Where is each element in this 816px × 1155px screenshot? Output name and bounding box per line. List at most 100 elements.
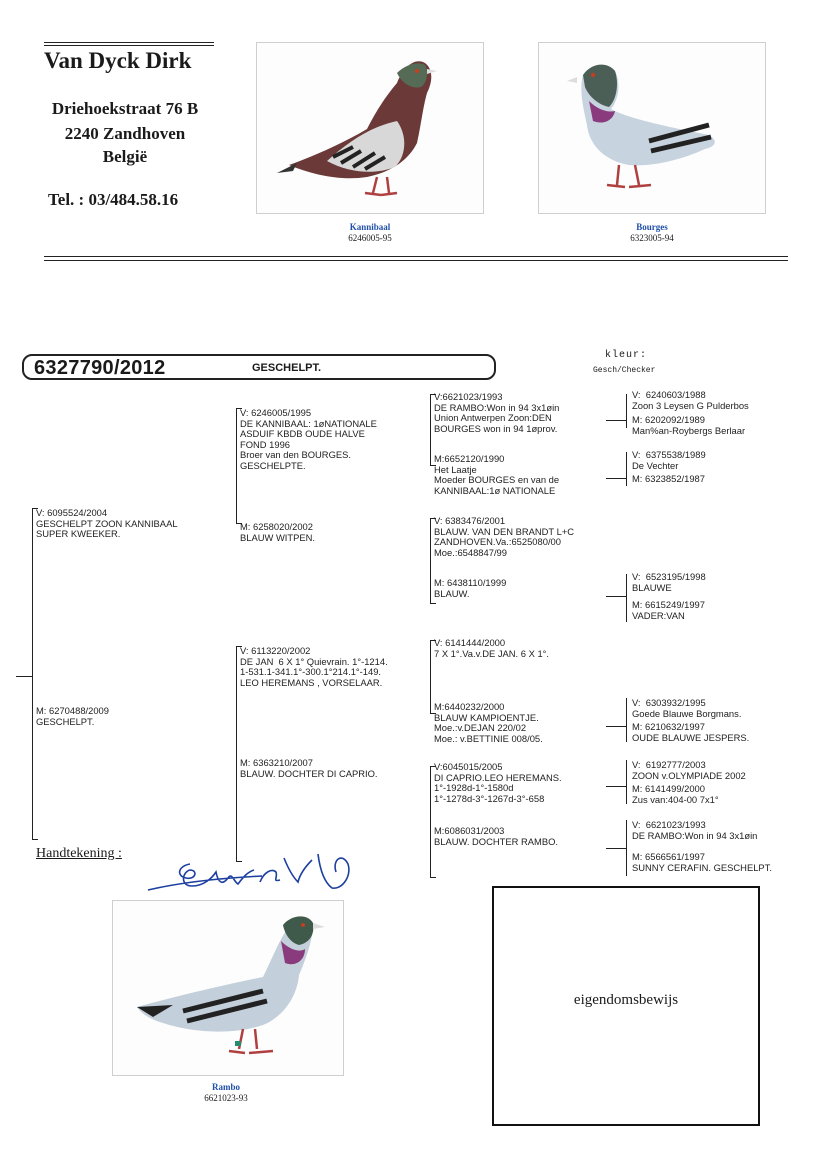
owner-street: Driehoekstraat 76 B [51, 99, 199, 118]
text-g1v: 6240603/1988 Zoon 3 Leysen G Pulderbos [632, 389, 749, 411]
text-g2m: 6323852/1987 [645, 473, 705, 484]
tag-mother: M: [36, 705, 47, 716]
ownership-deed-label: eigendomsbewijs [573, 992, 679, 1008]
caption-rambo-ring: 6621023-93 [204, 1093, 248, 1103]
tag-ff: V: [240, 407, 249, 418]
ring-number-box [22, 354, 496, 380]
text-fmf: 6383476/2001 BLAUW. VAN DEN BRANDT L+C Z… [434, 515, 575, 558]
tag-mfm: M: [434, 701, 445, 712]
tag-g6m: M: [632, 721, 643, 732]
tag-g8m: M: [632, 851, 643, 862]
pedigree-g7v: V: 6192777/2003 ZOON v.OLYMPIADE 2002 [632, 759, 746, 781]
photo-bourges [538, 42, 766, 214]
text-mf: 6113220/2002 DE JAN 6 X 1° Quievrain. 1°… [240, 645, 388, 688]
owner-phone: Tel. : 03/484.58.16 [48, 190, 179, 209]
ownership-deed-box: eigendomsbewijs [492, 886, 760, 1126]
tag-ffm: M: [434, 453, 445, 464]
pedigree-mmm: M:6086031/2003 BLAUW. DOCHTER RAMBO. [434, 825, 558, 847]
header-bottom-rule-2 [44, 260, 788, 261]
header-top-rule-2 [44, 45, 214, 46]
pedigree-father: V: 6095524/2004 GESCHELPT ZOON KANNIBAAL… [36, 507, 178, 540]
tick-g7 [606, 786, 626, 788]
text-g1m: 6202092/1989 Man%an-Roybergs Berlaar [632, 414, 746, 436]
bracket-ff [430, 394, 436, 466]
pedigree-mmf: V:6045015/2005 DI CAPRIO.LEO HEREMANS. 1… [434, 761, 562, 804]
tag-fmf: V: [434, 515, 443, 526]
caption-kannibaal-name: Kannibaal [349, 222, 391, 232]
bracket-mf [430, 640, 436, 714]
text-father: 6095524/2004 GESCHELPT ZOON KANNIBAAL SU… [36, 507, 178, 539]
header-bottom-rule [44, 256, 788, 257]
text-mff: 6141444/2000 7 X 1°.Va.v.DE JAN. 6 X 1°. [434, 637, 550, 659]
caption-bourges-ring: 6323005-94 [630, 233, 674, 243]
text-g7m: 6141499/2000 Zus van:404-00 7x1° [632, 783, 719, 805]
pedigree-g6m: M: 6210632/1997 OUDE BLAUWE JESPERS. [632, 721, 750, 743]
pedigree-g4v: V: 6523195/1998 BLAUWE [632, 571, 706, 593]
text-g4m: 6615249/1997 VADER:VAN [632, 599, 705, 621]
tag-g2v: V: [632, 449, 641, 460]
text-ff: 6246005/1995 DE KANNIBAAL: 1øNATIONALE A… [240, 407, 377, 471]
tag-mf: V: [240, 645, 249, 656]
photo-kannibaal [256, 42, 484, 214]
text-g8m: 6566561/1997 SUNNY CERAFIN. GESCHELPT. [632, 851, 772, 873]
text-g2v: 6375538/1989 De Vechter [632, 449, 706, 471]
pedigree-mother: M: 6270488/2009 GESCHELPT. [36, 705, 109, 727]
pigeon-image-kannibaal [277, 61, 437, 197]
caption-rambo: Rambo 6621023-93 [146, 1082, 306, 1104]
tag-mm: M: [240, 757, 251, 768]
caption-kannibaal-ring: 6246005-95 [348, 233, 392, 243]
text-fff: 6621023/1993 DE RAMBO:Won in 94 3x1øin U… [434, 391, 560, 434]
bracket-parents [32, 508, 38, 840]
owner-country: België [102, 147, 148, 166]
pedigree-g8v: V: 6621023/1993 DE RAMBO:Won in 94 3x1øi… [632, 819, 758, 841]
bracket-mm [430, 766, 436, 878]
text-fm: 6258020/2002 BLAUW WITPEN. [240, 521, 316, 543]
ring-color: GESCHELPT. [252, 362, 322, 374]
pigeon-image-bourges [567, 64, 715, 189]
text-mfm: 6440232/2000 BLAUW KAMPIOENTJE. Moe.:v.D… [434, 701, 543, 744]
pedigree-g1v: V: 6240603/1988 Zoon 3 Leysen G Pulderbo… [632, 389, 749, 411]
ring-number: 6327790/2012 [34, 357, 166, 379]
pedigree-g2v: V: 6375538/1989 De Vechter [632, 449, 706, 471]
text-g6v: 6303932/1995 Goede Blauwe Borgmans. [632, 697, 742, 719]
photo-rambo [112, 900, 344, 1076]
tick-g1 [606, 420, 626, 422]
line-g1 [626, 394, 628, 428]
text-g8v: 6621023/1993 DE RAMBO:Won in 94 3x1øin [632, 819, 758, 841]
line-g4 [626, 574, 628, 622]
pedigree-mff: V: 6141444/2000 7 X 1°.Va.v.DE JAN. 6 X … [434, 637, 550, 659]
tag-father: V: [36, 507, 45, 518]
text-mm: 6363210/2007 BLAUW. DOCHTER DI CAPRIO. [240, 757, 378, 779]
caption-rambo-name: Rambo [211, 1082, 240, 1092]
text-ffm: 6652120/1990 Het Laatje Moeder BOURGES e… [434, 453, 560, 496]
pedigree-root-tick [16, 676, 32, 678]
text-mmm: 6086031/2003 BLAUW. DOCHTER RAMBO. [434, 825, 558, 847]
kleur-label: kleur: [605, 350, 648, 361]
tag-g2m: M: [632, 473, 643, 484]
tag-g4v: V: [632, 571, 641, 582]
bracket-mother [236, 646, 242, 862]
text-mmf: 6045015/2005 DI CAPRIO.LEO HEREMANS. 1°-… [434, 761, 562, 804]
pedigree-ff: V: 6246005/1995 DE KANNIBAAL: 1øNATIONAL… [240, 407, 377, 471]
caption-bourges-name: Bourges [636, 222, 668, 232]
pigeon-image-rambo [137, 916, 325, 1055]
tag-g1m: M: [632, 414, 643, 425]
pedigree-fm: M: 6258020/2002 BLAUW WITPEN. [240, 521, 316, 543]
text-fmm: 6438110/1999 BLAUW. [434, 577, 507, 599]
pedigree-mfm: M:6440232/2000 BLAUW KAMPIOENTJE. Moe.:v… [434, 701, 543, 744]
pedigree-fmf: V: 6383476/2001 BLAUW. VAN DEN BRANDT L+… [434, 515, 575, 558]
pedigree-g4m: M: 6615249/1997 VADER:VAN [632, 599, 705, 621]
pedigree-g7m: M: 6141499/2000 Zus van:404-00 7x1° [632, 783, 719, 805]
tick-g6 [606, 726, 626, 728]
text-g7v: 6192777/2003 ZOON v.OLYMPIADE 2002 [632, 759, 746, 781]
text-mother: 6270488/2009 GESCHELPT. [36, 705, 109, 727]
tag-g4m: M: [632, 599, 643, 610]
tag-g1v: V: [632, 389, 641, 400]
bracket-father [236, 408, 242, 524]
signature-image [147, 853, 350, 891]
text-g6m: 6210632/1997 OUDE BLAUWE JESPERS. [632, 721, 750, 743]
line-g8 [626, 820, 628, 876]
tag-mff: V: [434, 637, 443, 648]
tag-mmm: M: [434, 825, 445, 836]
line-g6 [626, 698, 628, 742]
